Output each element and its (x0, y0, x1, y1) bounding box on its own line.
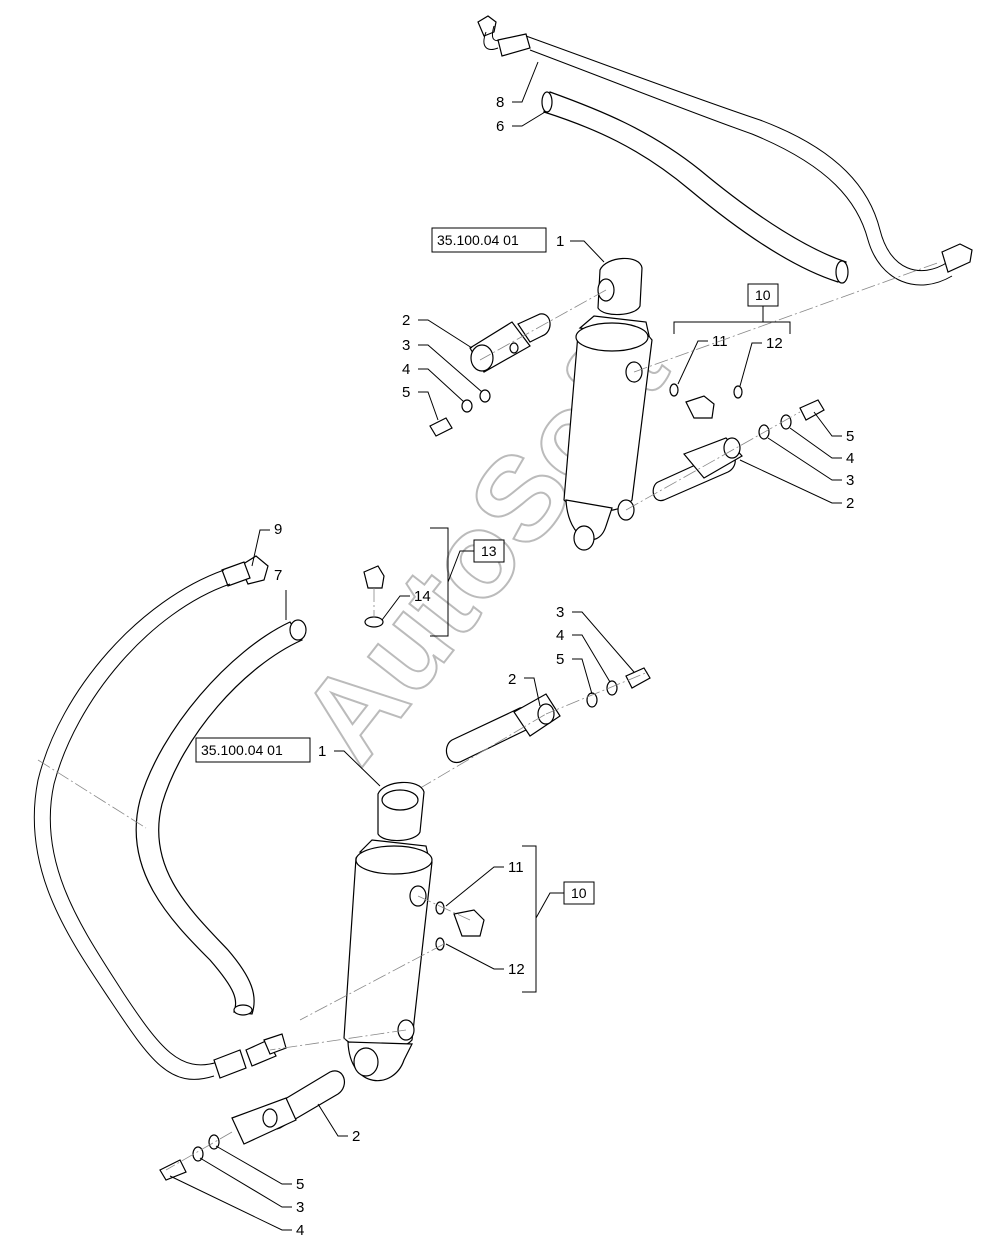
callout-1-bottom: 1 (318, 743, 326, 760)
callout-5-tr: 5 (846, 428, 854, 445)
callout-4-bottom: 4 (296, 1222, 304, 1239)
box-10-top-label: 10 (755, 287, 771, 303)
plug-14 (363, 565, 385, 589)
callout-2-mid: 2 (508, 671, 516, 688)
pin-2-top-right (652, 437, 743, 502)
callout-4-mid: 4 (556, 627, 564, 644)
ref-box-top (431, 227, 547, 253)
callout-3-tr: 3 (846, 472, 854, 489)
pin-2-mid (445, 693, 561, 764)
seal-12-top (733, 385, 743, 399)
bolt-5-bot (159, 1159, 187, 1181)
callout-3-bottom: 3 (296, 1199, 304, 1216)
callout-12-top: 12 (766, 335, 783, 352)
washer-3-tl (479, 389, 491, 403)
hose-7 (135, 619, 307, 1016)
washer-4-mid (606, 680, 618, 696)
hose-6 (541, 91, 849, 284)
callout-2-tr: 2 (846, 495, 854, 512)
callout-3-mid: 3 (556, 604, 564, 621)
seal-11-top (669, 383, 679, 397)
callout-6: 6 (496, 118, 504, 135)
hose-9 (33, 555, 287, 1080)
callout-14: 14 (414, 588, 431, 605)
bolt-5-tr (799, 399, 825, 421)
washer-4-tl (461, 399, 473, 413)
callout-4-tr: 4 (846, 450, 854, 467)
callout-9: 9 (274, 521, 282, 538)
callout-2-bottom: 2 (352, 1128, 360, 1145)
pin-2-bottom (231, 1070, 346, 1145)
callout-5-tl: 5 (402, 384, 410, 401)
bolt-5-tl (429, 417, 453, 437)
elbow-bottom (453, 909, 485, 937)
ref-top: 35.100.04 01 (437, 232, 519, 248)
callout-7: 7 (274, 567, 282, 584)
seal-14 (364, 616, 384, 628)
washer-3-bot (208, 1134, 220, 1150)
pin-2-top-left (469, 313, 551, 373)
cylinder-bottom (343, 781, 433, 1082)
seal-12-bottom (435, 937, 445, 951)
callout-5-mid: 5 (556, 651, 564, 668)
callout-8: 8 (496, 94, 504, 111)
callout-3-tl: 3 (402, 337, 410, 354)
cylinder-top (563, 257, 653, 551)
box-10-bottom-label: 10 (571, 885, 587, 901)
elbow-top (685, 395, 715, 419)
callout-2-tl: 2 (402, 312, 410, 329)
hose-8 (477, 15, 973, 286)
ref-bottom: 35.100.04 01 (201, 742, 283, 758)
bolt-3-mid (625, 667, 651, 689)
box-13-label: 13 (481, 543, 497, 559)
callout-12-bottom: 12 (508, 961, 525, 978)
callout-4-tl: 4 (402, 361, 410, 378)
seal-11-bottom (435, 901, 445, 915)
callout-11-bottom: 11 (508, 859, 524, 876)
callout-5-bottom: 5 (296, 1176, 304, 1193)
callout-1-top: 1 (556, 233, 564, 250)
ref-box-bottom (195, 737, 311, 763)
